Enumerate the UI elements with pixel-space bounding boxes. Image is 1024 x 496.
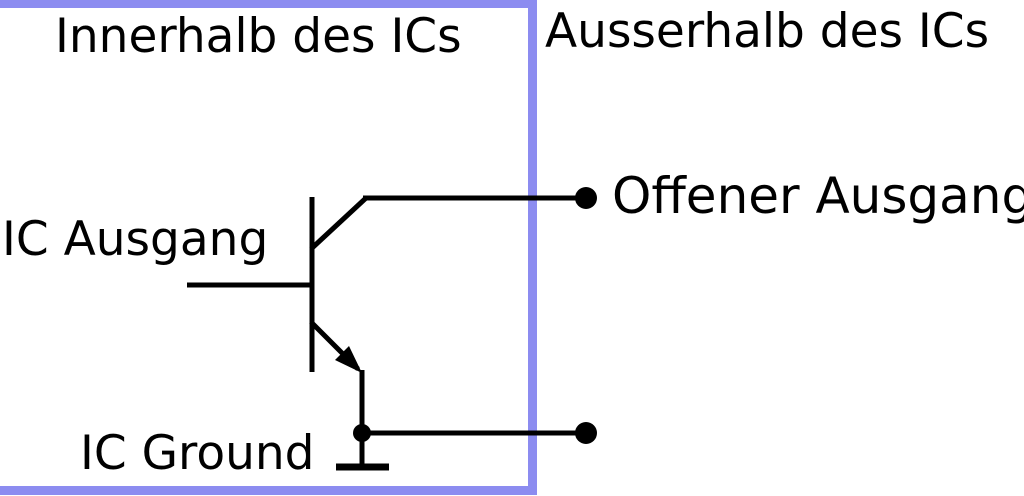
open-output-label: Offener Ausgang xyxy=(612,167,1024,225)
transistor-collector-diagonal xyxy=(309,196,368,251)
open-output-terminal-dot xyxy=(575,187,597,209)
ic-output-label: IC Ausgang xyxy=(2,212,269,267)
ic-boundary-box xyxy=(0,0,537,495)
outside-ic-region-label: Ausserhalb des ICs xyxy=(545,4,990,59)
inside-ic-region-label: Innerhalb des ICs xyxy=(55,9,462,64)
emitter-arrowhead-icon xyxy=(335,346,362,373)
ground-terminal-dot xyxy=(575,422,597,444)
npn-transistor-symbol xyxy=(187,196,368,373)
ic-ground-label: IC Ground xyxy=(80,426,315,481)
